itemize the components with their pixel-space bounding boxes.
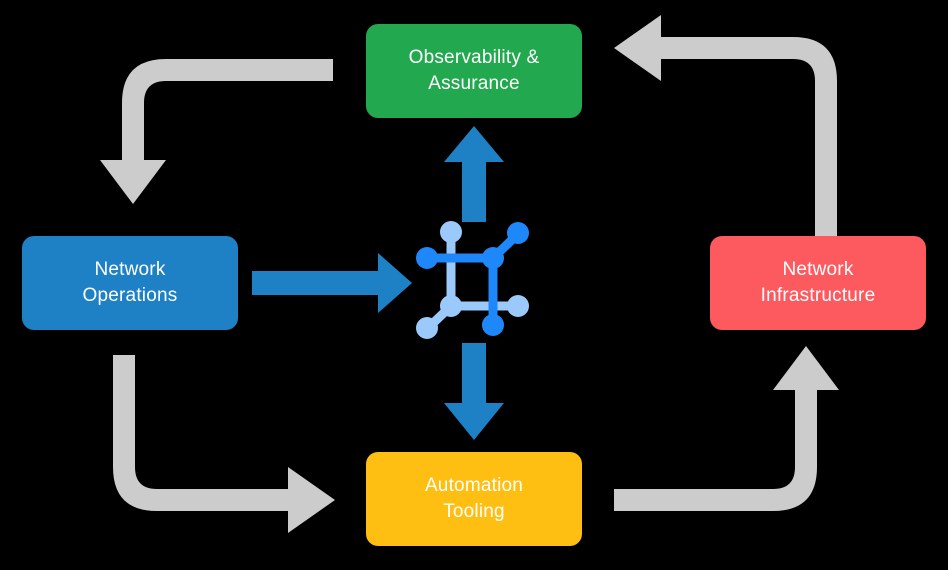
node-network-infrastructure[interactable]: Network Infrastructure: [710, 236, 926, 330]
node-bottom-right: [482, 314, 504, 336]
node-automation-tooling[interactable]: Automation Tooling: [366, 452, 582, 546]
node-bottom-left-hub: [440, 295, 462, 317]
node-top-right: [507, 222, 529, 244]
arrow-center-to-observability: [444, 126, 504, 222]
node-observability-assurance[interactable]: Observability & Assurance: [366, 24, 582, 118]
arrow-automation-tooling-to-network-infrastructure: [614, 346, 839, 511]
node-right-mid: [507, 295, 529, 317]
node-bottom-left-corner: [416, 317, 438, 339]
network-topology-icon: [416, 221, 529, 339]
node-network-operations[interactable]: Network Operations: [22, 236, 238, 330]
node-top-left: [440, 221, 462, 243]
node-left-mid: [416, 247, 438, 269]
node-automation-tooling-label: Automation Tooling: [424, 475, 524, 522]
node-network-infrastructure-label: Network Infrastructure: [760, 259, 876, 306]
arrow-network-infrastructure-to-observability: [614, 15, 837, 248]
arrow-network-operations-to-center: [252, 253, 412, 313]
arrow-network-operations-to-automation-tooling: [113, 355, 335, 533]
node-center-hub: [482, 247, 504, 269]
node-observability-label: Observability & Assurance: [408, 47, 540, 94]
node-network-operations-label: Network Operations: [82, 259, 178, 306]
arrow-center-to-automation-tooling: [444, 343, 504, 440]
arrow-observability-to-network-operations: [100, 59, 333, 204]
